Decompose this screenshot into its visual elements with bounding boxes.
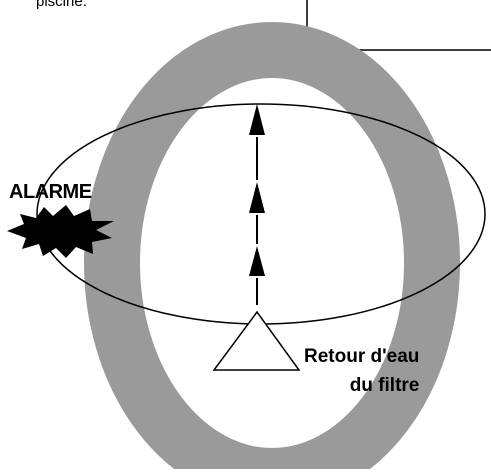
pool-ring [84, 22, 460, 474]
arrow-up-icon [249, 182, 265, 213]
flow-arrows [249, 104, 265, 305]
arrow-up-icon [249, 246, 265, 276]
top-caption: piscine. [36, 0, 87, 10]
alarm-starburst-icon [7, 205, 114, 258]
arrow-up-icon [249, 104, 265, 135]
return-label-line-1: Retour d'eau [304, 346, 420, 367]
alarm-label: ALARME [9, 181, 92, 203]
return-water-label: Retour d'eau du filtre [304, 342, 419, 400]
return-label-line-2: du filtre [349, 375, 420, 396]
return-inlet-triangle-icon [212, 310, 301, 371]
